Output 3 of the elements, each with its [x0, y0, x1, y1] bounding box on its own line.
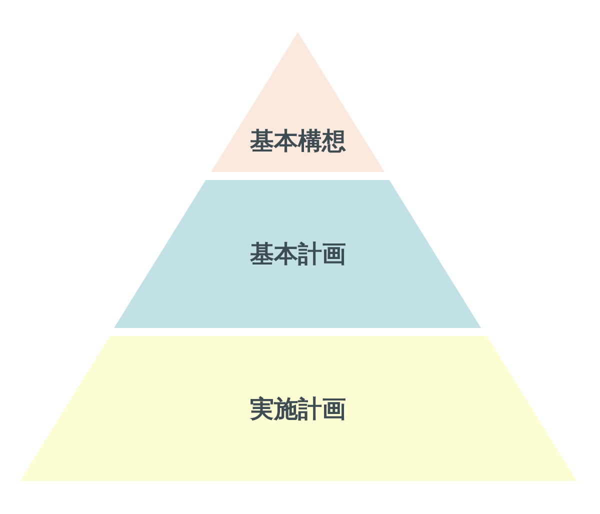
tier-label: 実施計画 — [248, 397, 347, 421]
tier-label: 基本計画 — [248, 242, 347, 266]
tier-label: 基本構想 — [248, 129, 347, 153]
